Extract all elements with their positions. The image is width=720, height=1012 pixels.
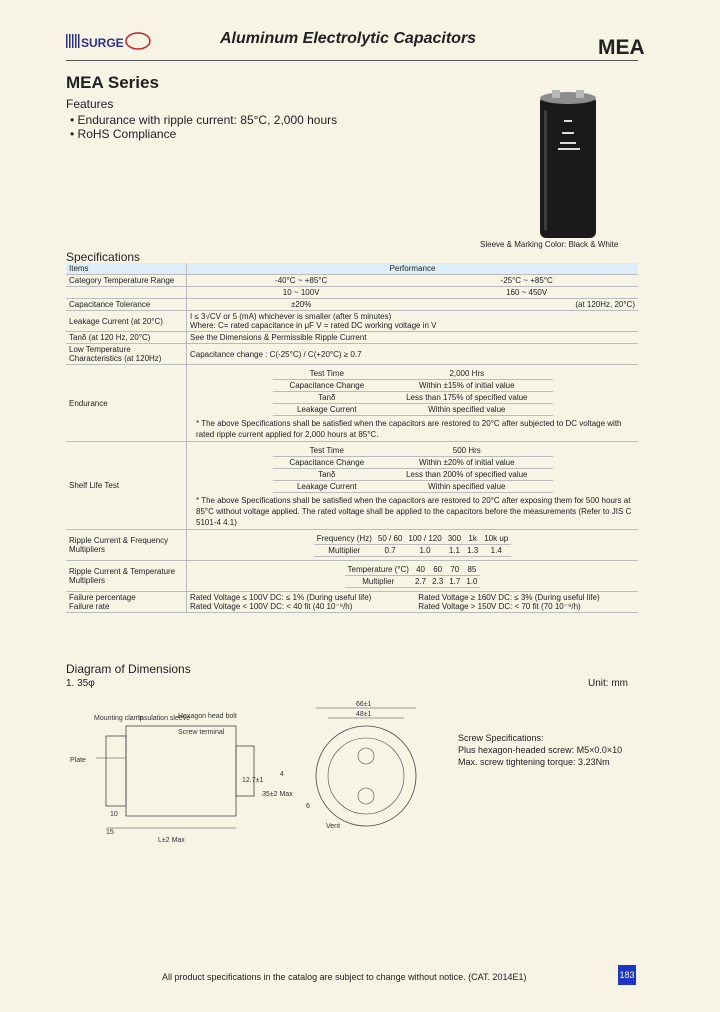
cell: -25°C ~ +85°C (415, 274, 638, 287)
screw-title: Screw Specifications: (458, 733, 544, 743)
series-title: MEA Series (66, 73, 159, 92)
row-label: Ripple Current & Frequency Multipliers (66, 529, 187, 561)
row-label: Leakage Current (at 20°C) (66, 310, 187, 332)
table-row: Category Temperature Range -40°C ~ +85°C… (66, 274, 638, 287)
row-label: Capacitance Tolerance (66, 298, 187, 311)
dim-66: 66±1 (356, 701, 372, 708)
table-row: Ripple Current & Temperature Multipliers… (66, 560, 638, 592)
screw-terminal-label: Screw terminal (178, 729, 225, 736)
table-header-row: Items Performance (66, 263, 638, 275)
cell: Rated Voltage ≥ 160V DC: ≤ 3% (During us… (418, 593, 600, 602)
dim-12: 12.7±1 (242, 777, 263, 784)
performance-header: Performance (186, 263, 638, 275)
cell: Rated Voltage < 100V DC: < 40 fit (40 10… (190, 602, 353, 611)
cell: -40°C ~ +85°C (186, 274, 416, 287)
dim-15: 15 (106, 829, 114, 836)
table-row: 10 ~ 100V 160 ~ 450V (66, 286, 638, 299)
dim-10: 10 (110, 811, 118, 818)
cell: ±20% (186, 298, 416, 311)
dim-48: 48±1 (356, 711, 372, 718)
row-label: Tanδ (at 120 Hz, 20°C) (66, 331, 187, 344)
row-label: Endurance (66, 364, 187, 442)
cell: Rated Voltage > 150V DC: < 70 fit (70 10… (418, 602, 581, 611)
dimensions-subheading: 1. 35φ (66, 678, 95, 689)
footer-text: All product specifications in the catalo… (162, 972, 527, 982)
header-rule (66, 60, 638, 61)
dim-35: 35±2 Max (262, 791, 293, 798)
screw-line: Plus hexagon-headed screw: M5×0.0×10 (458, 745, 623, 755)
image-caption: Sleeve & Marking Color: Black & White (480, 240, 619, 249)
mounting-clamp-label: Mounting clamp (94, 715, 144, 722)
insulation-label: Insulation sleeve (138, 715, 190, 722)
specifications-heading: Specifications (66, 250, 141, 264)
table-row: Ripple Current & Frequency Multipliers F… (66, 529, 638, 561)
dim-4: 4 (280, 771, 284, 778)
dimension-diagram: Mounting clamp Insulation sleeve Hexagon… (70, 701, 417, 844)
capacitor-photo (540, 90, 596, 238)
row-label: Failure rate (69, 602, 110, 611)
cell: Where: C= rated capacitance in μF V = ra… (190, 321, 437, 330)
cell: See the Dimensions & Permissible Ripple … (186, 331, 638, 344)
cell: 10 ~ 100V (186, 286, 416, 299)
cell: 160 ~ 450V (415, 286, 638, 299)
shelf-life-note: * The above Specifications shall be sati… (196, 496, 632, 527)
endurance-note: * The above Specifications shall be sati… (196, 419, 622, 439)
cell: Rated Voltage ≤ 100V DC: ≤ 1% (During us… (190, 593, 372, 602)
row-label: Shelf Life Test (66, 441, 187, 530)
surge-logo: SURGE (66, 32, 151, 50)
screw-line: Max. screw tightening torque: 3.23Nm (458, 757, 610, 767)
hex-bolt-label: Hexagon head bolt (178, 713, 237, 720)
cell: Capacitance change : C(-25°C) / C(+20°C)… (186, 343, 638, 365)
table-row: Leakage Current (at 20°C) I ≤ 3√CV or 5 … (66, 310, 638, 332)
row-label: Ripple Current & Temperature Multipliers (66, 560, 187, 592)
unit-label: Unit: mm (588, 678, 628, 689)
table-row: Capacitance Tolerance ±20% (at 120Hz, 20… (66, 298, 638, 311)
features-heading: Features (66, 97, 114, 111)
page-number: 183 (618, 965, 636, 985)
dimensions-heading: Diagram of Dimensions (66, 662, 191, 676)
row-label: Failure percentage (69, 593, 136, 602)
catalog-title: Aluminum Electrolytic Capacitors (220, 30, 477, 47)
feature-item: • RoHS Compliance (70, 127, 177, 141)
series-code: MEA (598, 36, 645, 59)
plate-label: Plate (70, 757, 86, 764)
logo-text: SURGE (81, 36, 124, 50)
dim-l: L±2 Max (158, 837, 185, 844)
specifications-table: Items Performance Category Temperature R… (66, 263, 638, 613)
row-label: Category Temperature Range (66, 274, 187, 287)
screw-specifications: Screw Specifications: Plus hexagon-heade… (458, 732, 622, 768)
table-row: Low Temperature Characteristics (at 120H… (66, 343, 638, 365)
cell: (at 120Hz, 20°C) (415, 298, 638, 311)
vent-label: Vent (326, 823, 340, 830)
row-label: Low Temperature Characteristics (at 120H… (66, 343, 187, 365)
feature-item: • Endurance with ripple current: 85°C, 2… (70, 113, 338, 127)
table-row: Tanδ (at 120 Hz, 20°C) See the Dimension… (66, 331, 638, 344)
items-header: Items (66, 263, 187, 275)
dim-6: 6 (306, 803, 310, 810)
cell: I ≤ 3√CV or 5 (mA) whichever is smaller … (190, 312, 392, 321)
